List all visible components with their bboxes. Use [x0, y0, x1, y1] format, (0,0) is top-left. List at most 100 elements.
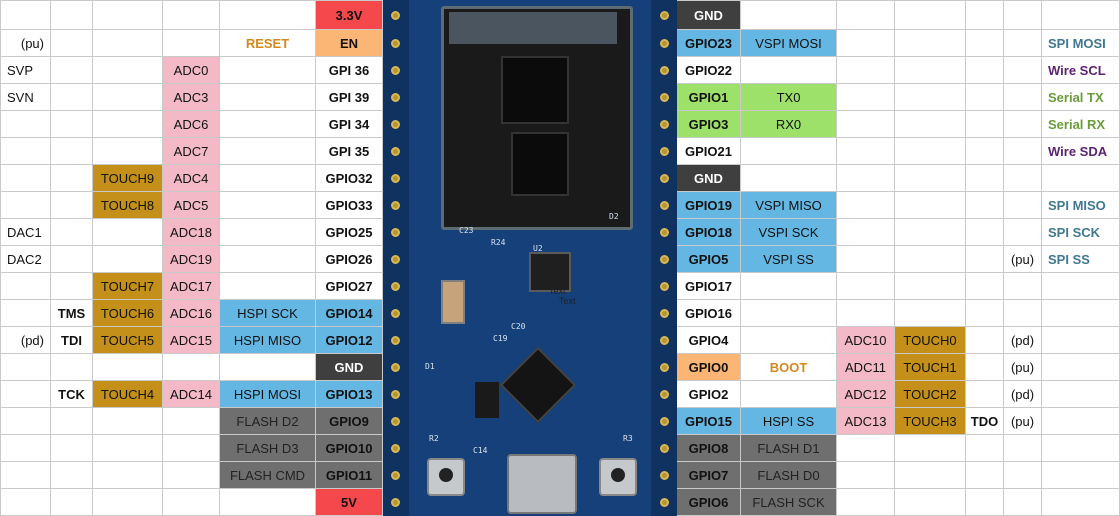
pin-label-gpio15: GPIO15	[677, 408, 741, 435]
pin-label-dac1: DAC1	[0, 219, 51, 246]
pin-label-touch6: TOUCH6	[93, 300, 163, 327]
empty-cell	[1004, 435, 1042, 462]
pin-label-en: EN	[316, 30, 383, 57]
empty-cell	[0, 138, 51, 165]
header-pin-hole	[391, 93, 400, 102]
header-pin-hole	[660, 417, 669, 426]
pin-label-dac2: DAC2	[0, 246, 51, 273]
empty-cell	[51, 489, 93, 516]
empty-cell	[0, 489, 51, 516]
pin-label-serial-rx: Serial RX	[1042, 111, 1120, 138]
header-pin-hole	[660, 201, 669, 210]
empty-cell	[51, 273, 93, 300]
empty-cell	[0, 273, 51, 300]
pin-label-reset: RESET	[220, 30, 316, 57]
empty-cell	[163, 435, 220, 462]
pin-label-gpio8: GPIO8	[677, 435, 741, 462]
header-pin-hole	[660, 471, 669, 480]
empty-cell	[895, 435, 966, 462]
pin-label-adc19: ADC19	[163, 246, 220, 273]
pin-label-svn: SVN	[0, 84, 51, 111]
empty-cell	[51, 192, 93, 219]
empty-cell	[163, 489, 220, 516]
empty-cell	[93, 408, 163, 435]
empty-cell	[966, 0, 1004, 30]
board-label: R2	[429, 434, 439, 443]
empty-cell	[966, 30, 1004, 57]
pin-label-spi-sck: SPI SCK	[1042, 219, 1120, 246]
pin-label-gpio9: GPIO9	[316, 408, 383, 435]
empty-cell	[837, 30, 895, 57]
pin-label-gpio26: GPIO26	[316, 246, 383, 273]
empty-cell	[837, 138, 895, 165]
board-label: Text	[549, 286, 566, 296]
pin-label-hspi-sck: HSPI SCK	[220, 300, 316, 327]
pin-label-vspi-miso: VSPI MISO	[741, 192, 837, 219]
pin-label-touch7: TOUCH7	[93, 273, 163, 300]
pin-label-flash-d0: FLASH D0	[741, 462, 837, 489]
empty-cell	[0, 435, 51, 462]
header-pin-hole	[660, 174, 669, 183]
pin-label-gpio16: GPIO16	[677, 300, 741, 327]
empty-cell	[895, 0, 966, 30]
empty-cell	[837, 84, 895, 111]
pin-label-gpi-35: GPI 35	[316, 138, 383, 165]
empty-cell	[51, 165, 93, 192]
empty-cell	[1042, 300, 1120, 327]
empty-cell	[966, 57, 1004, 84]
empty-cell	[220, 273, 316, 300]
header-pin-hole	[391, 39, 400, 48]
pin-label-gpio21: GPIO21	[677, 138, 741, 165]
empty-cell	[741, 381, 837, 408]
board-label: R3	[623, 434, 633, 443]
pin-label-gpi-39: GPI 39	[316, 84, 383, 111]
empty-cell	[837, 273, 895, 300]
pin-label-gpio11: GPIO11	[316, 462, 383, 489]
board-label: D2	[609, 212, 619, 221]
pin-label-touch1: TOUCH1	[895, 354, 966, 381]
empty-cell	[1042, 408, 1120, 435]
pin-label-gpi-34: GPI 34	[316, 111, 383, 138]
header-pin-hole	[391, 390, 400, 399]
empty-cell	[1004, 273, 1042, 300]
empty-cell	[1042, 0, 1120, 30]
empty-cell	[966, 165, 1004, 192]
reset-button-icon	[427, 458, 465, 496]
header-pin-hole	[391, 147, 400, 156]
pin-label-tx0: TX0	[741, 84, 837, 111]
empty-cell	[966, 381, 1004, 408]
board-label: C23	[459, 226, 474, 235]
pin-label-adc10: ADC10	[837, 327, 895, 354]
empty-cell	[966, 219, 1004, 246]
empty-cell	[1004, 462, 1042, 489]
empty-cell	[93, 435, 163, 462]
header-pin-hole	[660, 39, 669, 48]
empty-cell	[966, 84, 1004, 111]
empty-cell	[966, 354, 1004, 381]
pin-label-pd: (pd)	[0, 327, 51, 354]
antenna-pattern	[449, 12, 617, 44]
header-pin-hole	[660, 147, 669, 156]
empty-cell	[220, 138, 316, 165]
header-pin-hole	[660, 282, 669, 291]
header-pin-hole	[660, 120, 669, 129]
pin-label-touch2: TOUCH2	[895, 381, 966, 408]
pin-label-gnd: GND	[677, 165, 741, 192]
pin-label-flash-d2: FLASH D2	[220, 408, 316, 435]
empty-cell	[966, 111, 1004, 138]
empty-cell	[837, 111, 895, 138]
empty-cell	[966, 138, 1004, 165]
empty-cell	[895, 30, 966, 57]
empty-cell	[1004, 489, 1042, 516]
pin-label-gpio33: GPIO33	[316, 192, 383, 219]
pin-label-gpio10: GPIO10	[316, 435, 383, 462]
empty-cell	[163, 0, 220, 30]
empty-cell	[895, 111, 966, 138]
empty-cell	[163, 462, 220, 489]
pin-label-touch9: TOUCH9	[93, 165, 163, 192]
header-pin-hole	[660, 66, 669, 75]
empty-cell	[895, 300, 966, 327]
empty-cell	[220, 192, 316, 219]
esp32-board-image: D2 C23 R24 U2 D1 C19 C20 R2 R3 C14 Text …	[383, 0, 677, 516]
empty-cell	[163, 408, 220, 435]
